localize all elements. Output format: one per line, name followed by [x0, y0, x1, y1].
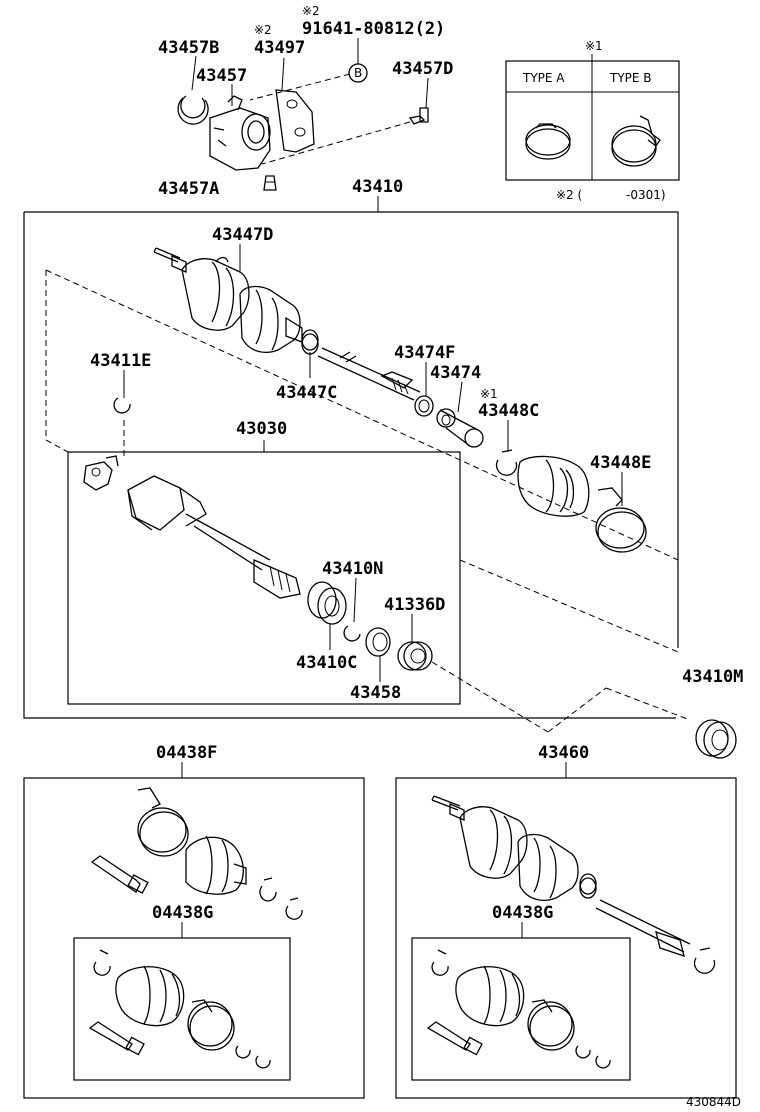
- outer-boot-43447D: [181, 258, 250, 331]
- label-43497: 43497: [254, 38, 305, 58]
- bolt-43457D: [408, 115, 426, 125]
- label-04438G-right: 04438G: [492, 903, 553, 923]
- clip-43411E: [113, 397, 131, 414]
- inner-joint-43030: [83, 455, 301, 599]
- label-43410: 43410: [352, 177, 403, 197]
- diagram-id: 430844D: [686, 1095, 741, 1109]
- callout-b-text: B: [354, 66, 362, 80]
- footnote-suffix: -0301): [626, 188, 666, 202]
- clamp-43448C: [495, 449, 518, 476]
- label-43448C-note: ※1: [480, 387, 498, 401]
- label-04438G-left: 04438G: [152, 903, 213, 923]
- clamp-43447C: [301, 329, 319, 351]
- outer-cv-joint: [153, 247, 319, 355]
- footnote-prefix: ※2 (: [556, 188, 582, 202]
- label-91641: 91641-80812(2): [302, 19, 445, 39]
- label-43410C: 43410C: [296, 653, 357, 673]
- label-43410M: 43410M: [682, 667, 743, 687]
- label-43457: 43457: [196, 66, 247, 86]
- bolt-43457A: [263, 175, 277, 191]
- clamp-43448E: [595, 507, 645, 549]
- label-43410N: 43410N: [322, 559, 383, 579]
- bearing-43410C: [307, 581, 347, 625]
- drive-shaft: [317, 347, 421, 401]
- snap-ring-43410N: [343, 625, 361, 642]
- kit-04438G-right: [411, 922, 631, 1081]
- label-04438F: 04438F: [156, 743, 217, 763]
- box-43030: [67, 440, 461, 705]
- plate-43497: [275, 89, 315, 153]
- ring-43474F: [414, 395, 434, 417]
- part-labels: 43457B ※2 43497 ※2 91641-80812(2) B 4345…: [90, 4, 743, 1109]
- label-43457D: 43457D: [392, 59, 453, 79]
- label-43448C: 43448C: [478, 401, 539, 421]
- snap-ring-43457B: [180, 95, 206, 119]
- box-43410: [23, 196, 679, 719]
- type-a-label: TYPE A: [522, 71, 565, 85]
- label-43497-note: ※2: [254, 23, 272, 37]
- label-43447C: 43447C: [276, 383, 337, 403]
- label-43474F: 43474F: [394, 343, 455, 363]
- seal-41336D: [397, 641, 427, 671]
- label-41336D: 41336D: [384, 595, 445, 615]
- ring-43458: [365, 627, 391, 657]
- label-43458: 43458: [350, 683, 401, 703]
- type-table-note: ※1: [585, 39, 603, 53]
- label-43457B: 43457B: [158, 38, 219, 58]
- label-43411E: 43411E: [90, 351, 151, 371]
- label-43474: 43474: [430, 363, 481, 383]
- label-43030: 43030: [236, 419, 287, 439]
- type-b-label: TYPE B: [609, 71, 652, 85]
- label-43457A: 43457A: [158, 179, 219, 199]
- inner-boot: [517, 455, 647, 553]
- bracket-43457: [209, 107, 271, 171]
- label-43447D: 43447D: [212, 225, 273, 245]
- label-91641-note: ※2: [302, 4, 320, 18]
- kit-04438G-left: [73, 922, 291, 1081]
- seal-43410M: [695, 719, 737, 759]
- label-43460: 43460: [538, 743, 589, 763]
- label-43448E: 43448E: [590, 453, 651, 473]
- damper-43474: [436, 408, 484, 448]
- leader-lines: [123, 38, 623, 682]
- kit-04438F: [23, 762, 365, 1099]
- type-table: [505, 60, 680, 181]
- kit-43460: [395, 762, 737, 1099]
